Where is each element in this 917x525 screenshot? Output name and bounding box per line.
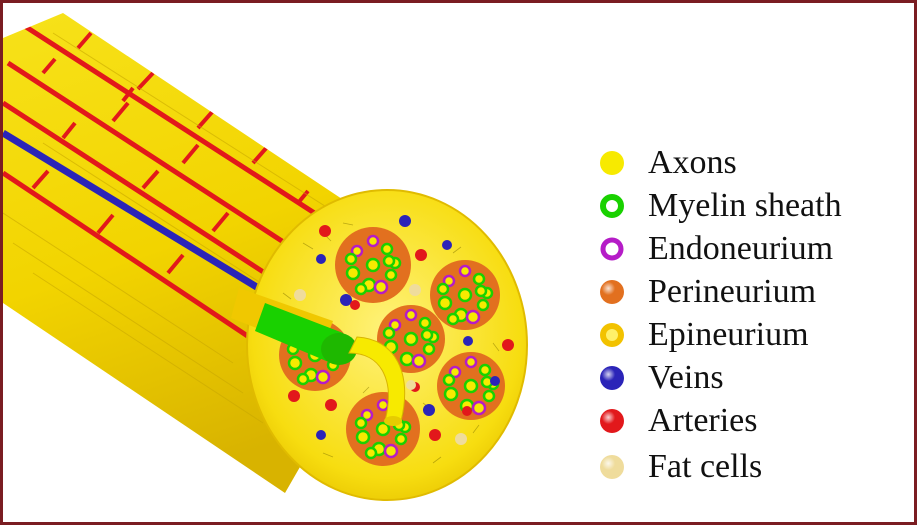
axon-cross-section xyxy=(396,434,406,444)
legend-item-endoneurium: Endoneurium xyxy=(598,229,833,269)
legend-label: Axons xyxy=(648,143,737,183)
legend-item-perineurium: Perineurium xyxy=(598,272,816,312)
axon-cross-section xyxy=(356,284,366,294)
axon-cross-section xyxy=(289,357,301,369)
axon-cross-section xyxy=(386,270,396,280)
green-ring-icon xyxy=(598,192,626,220)
axon-cross-section xyxy=(385,445,397,457)
legend-label: Myelin sheath xyxy=(648,186,842,226)
yellow-ring-icon xyxy=(598,321,626,349)
axon-cross-section xyxy=(467,311,479,323)
cream-ball-icon xyxy=(598,453,626,481)
legend-label: Perineurium xyxy=(648,272,816,312)
axon-cross-section xyxy=(420,318,430,328)
blue-ball-icon xyxy=(598,364,626,392)
legend-label: Arteries xyxy=(648,401,758,441)
axon-cross-section xyxy=(444,375,454,385)
axon-cross-section xyxy=(473,402,485,414)
axon-cross-section xyxy=(347,267,359,279)
legend-label: Endoneurium xyxy=(648,229,833,269)
axon-cross-section xyxy=(478,300,488,310)
purple-ring-icon xyxy=(598,235,626,263)
axon-cross-section xyxy=(405,333,417,345)
axon-cross-section xyxy=(459,289,471,301)
legend-item-fat-cells: Fat cells xyxy=(598,447,762,487)
axon-cross-section xyxy=(424,344,434,354)
axon-cross-section xyxy=(445,388,457,400)
legend-item-myelin-sheath: Myelin sheath xyxy=(598,186,842,226)
axon-cross-section xyxy=(465,380,477,392)
axon-cross-section xyxy=(298,374,308,384)
axon-cross-section xyxy=(448,314,458,324)
axon-cross-section xyxy=(368,236,378,246)
axon-cross-section xyxy=(460,266,470,276)
axon-cross-section xyxy=(406,310,416,320)
legend-item-arteries: Arteries xyxy=(598,401,758,441)
axon-cross-section xyxy=(366,448,376,458)
axon-cross-section xyxy=(378,400,388,410)
orange-ball-icon xyxy=(598,278,626,306)
axon-cross-section xyxy=(357,431,369,443)
axon-cross-section xyxy=(439,297,451,309)
axon-cross-section xyxy=(384,328,394,338)
axon-cross-section xyxy=(438,284,448,294)
axon-cross-section xyxy=(413,355,425,367)
axon-cross-section xyxy=(474,274,484,284)
axon-cross-section xyxy=(480,365,490,375)
red-ball-icon xyxy=(598,407,626,435)
axon-cross-section xyxy=(356,418,366,428)
legend-item-veins: Veins xyxy=(598,358,724,398)
legend-label: Fat cells xyxy=(648,447,762,487)
legend-item-axons: Axons xyxy=(598,143,737,183)
legend-label: Veins xyxy=(648,358,724,398)
axon-cross-section xyxy=(466,357,476,367)
axon-cross-section xyxy=(484,391,494,401)
axon-cross-section xyxy=(317,371,329,383)
legend-item-epineurium: Epineurium xyxy=(598,315,809,355)
axon-cross-section xyxy=(476,286,486,296)
legend-label: Epineurium xyxy=(648,315,809,355)
axon-cross-section xyxy=(384,256,394,266)
axon-cross-section xyxy=(401,353,413,365)
axon-cross-section xyxy=(422,330,432,340)
axon-cross-section xyxy=(382,244,392,254)
axon-cross-section xyxy=(346,254,356,264)
axon-cross-section xyxy=(375,281,387,293)
axon-cross-section xyxy=(367,259,379,271)
filled-yellow-dot-icon xyxy=(598,149,626,177)
